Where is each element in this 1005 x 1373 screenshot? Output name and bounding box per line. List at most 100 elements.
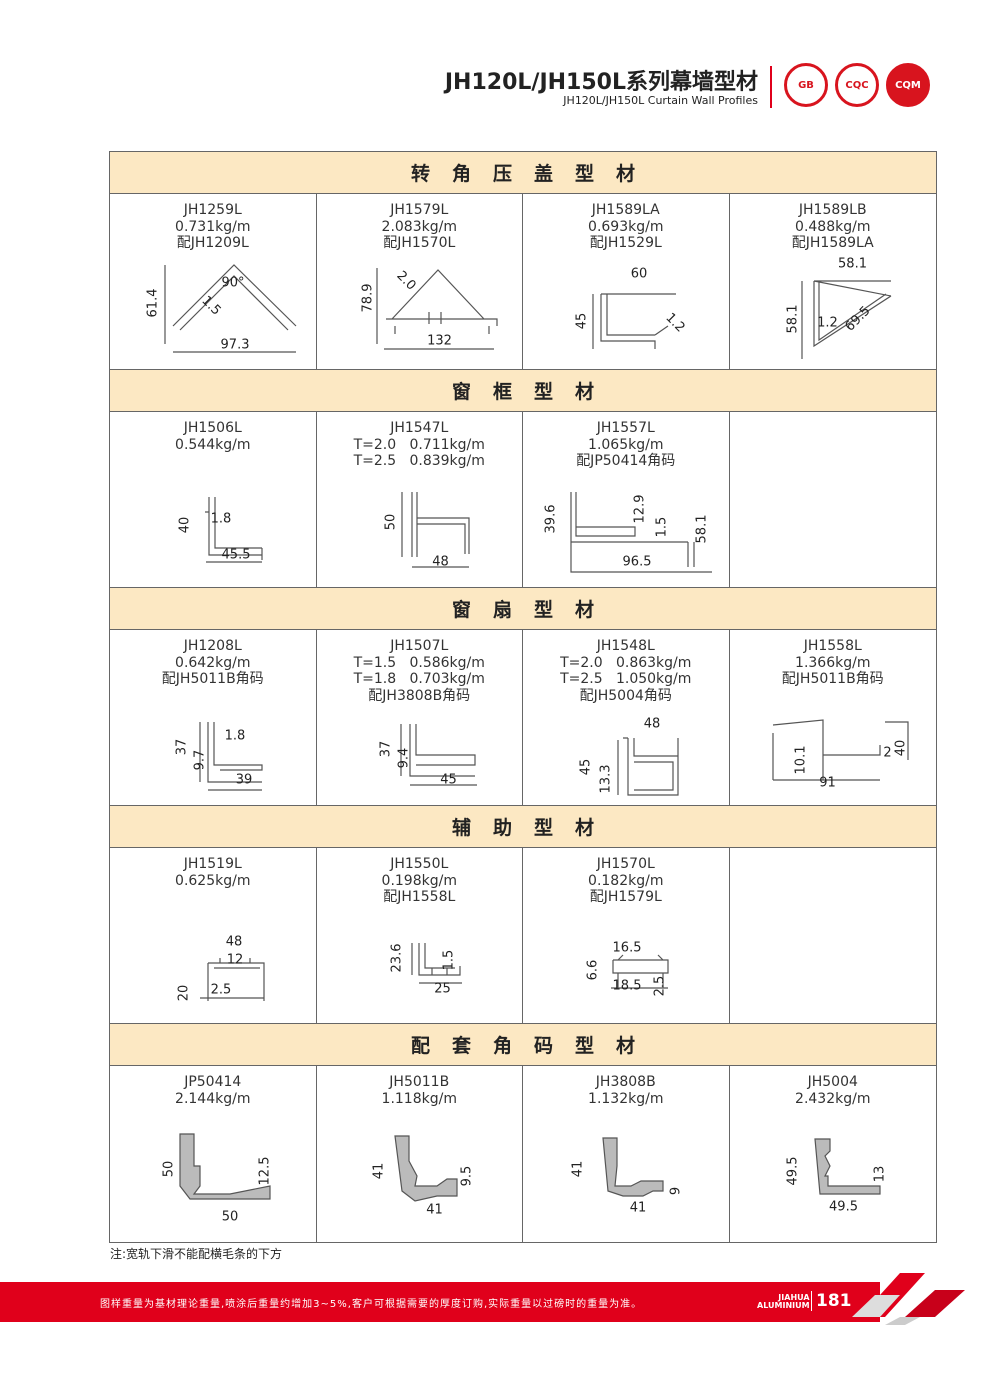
page-subtitle: JH120L/JH150L Curtain Wall Profiles	[563, 94, 758, 107]
dimension-label: 58.1	[785, 304, 800, 334]
profile-cell	[730, 848, 937, 1023]
profile-info-line: 1.118kg/m	[381, 1090, 457, 1107]
profile-info-line: 配JH1589LA	[791, 235, 874, 251]
profile-info-line: JH1259L	[183, 202, 242, 218]
dimension-label: 12.9	[632, 494, 648, 524]
profile-drawing	[570, 492, 712, 573]
dimension-label: 48	[643, 716, 661, 732]
profile-shape	[592, 293, 676, 349]
dimension-label: 12	[226, 952, 244, 968]
cqm-certification-logo: CQM	[886, 63, 930, 107]
dimension-label: 2	[883, 745, 892, 761]
dimension-label: 49.5	[829, 1199, 858, 1215]
profile-info-line: JH5011B	[389, 1074, 450, 1090]
profile-shape	[375, 268, 498, 350]
dimension-label: 50	[221, 1209, 239, 1225]
profile-drawing	[399, 724, 477, 786]
brand-line1: JIAHUA	[778, 1293, 810, 1302]
dimension-label: 37	[378, 740, 393, 758]
cqc-certification-logo: CQC	[835, 63, 879, 107]
divider	[770, 66, 772, 108]
profile-shape	[617, 737, 679, 796]
dimension-label: 1.5	[441, 949, 456, 971]
dimension-label: 9.4	[396, 747, 411, 769]
profile-info-line: JH1558L	[803, 638, 862, 654]
dimension-label: 37	[174, 738, 190, 756]
profile-shape	[800, 280, 891, 359]
profile-info-line: JP50414	[184, 1074, 242, 1090]
dimension-label: 41	[371, 1162, 386, 1180]
dimension-label: 90°	[221, 275, 245, 291]
profile-shape	[570, 492, 712, 573]
dimension-label: 97.3	[220, 337, 250, 353]
profile-info-line: T=2.5 0.839kg/m	[353, 453, 485, 469]
dimension-label: 25	[434, 981, 451, 997]
dimension-label: 9.7	[192, 749, 208, 771]
profile-shape	[399, 724, 477, 786]
dimension-label: 39	[235, 772, 253, 788]
profile-info-line: JH1589LB	[798, 202, 867, 218]
dimension-label: 13	[872, 1165, 887, 1183]
dimension-label: 60	[630, 266, 648, 282]
profile-info-line: JH1557L	[596, 420, 655, 436]
profile-drawing	[800, 280, 891, 359]
brand-line2: ALUMINIUM	[757, 1301, 810, 1310]
profile-drawing	[611, 954, 669, 989]
profile-info-line: 1.366kg/m	[795, 654, 871, 671]
dimension-label: 13.3	[598, 764, 614, 794]
profile-info-line: T=2.0 0.711kg/m	[353, 436, 485, 453]
footer-disclaimer: 图样重量为基材理论重量,喷涂后重量约增加3~5%,客户可根据需要的厚度订购,实际…	[100, 1299, 643, 1310]
profile-info-line: 0.625kg/m	[175, 872, 251, 889]
dimension-label: 48	[432, 554, 449, 570]
profile-drawing	[617, 737, 679, 796]
profile-info-line: 配JH1558L	[383, 889, 456, 905]
dimension-label: 23.6	[389, 943, 404, 973]
gb-certification-logo: GB	[784, 63, 828, 107]
profile-info-line: 配JH1570L	[383, 235, 456, 251]
profile-info-line: JH1519L	[183, 856, 242, 872]
profile-info-line: 1.132kg/m	[588, 1090, 664, 1107]
dimension-label: 10.1	[793, 745, 808, 775]
profile-shape	[611, 954, 669, 989]
profile-info-line: 0.642kg/m	[175, 654, 251, 671]
dimension-label: 48	[225, 934, 243, 950]
dimension-label: 41	[426, 1202, 443, 1218]
profile-info-line: 配JH1529L	[589, 235, 662, 251]
profile-info-line: JH1547L	[390, 420, 449, 436]
dimension-label: 61.4	[145, 288, 161, 318]
dimension-label: 12.5	[257, 1156, 273, 1186]
dimension-label: 41	[629, 1200, 647, 1216]
dimension-label: 45	[574, 312, 590, 330]
section-header: 窗扇型材	[110, 588, 936, 630]
profile-info-line: JH1208L	[183, 638, 242, 654]
profile-info-line: JH1506L	[183, 420, 242, 436]
profile-info-line: 配JP50414角码	[576, 453, 676, 469]
dimension-label: 40	[177, 516, 193, 534]
profile-drawing	[164, 264, 297, 353]
profile-info-line: 2.144kg/m	[175, 1090, 251, 1107]
profile-info-line: JH1550L	[390, 856, 449, 872]
dimension-label: 6.6	[585, 959, 601, 981]
dimension-label: 50	[383, 513, 398, 531]
profile-info-line: 0.488kg/m	[795, 218, 871, 235]
profile-shape	[164, 264, 297, 353]
